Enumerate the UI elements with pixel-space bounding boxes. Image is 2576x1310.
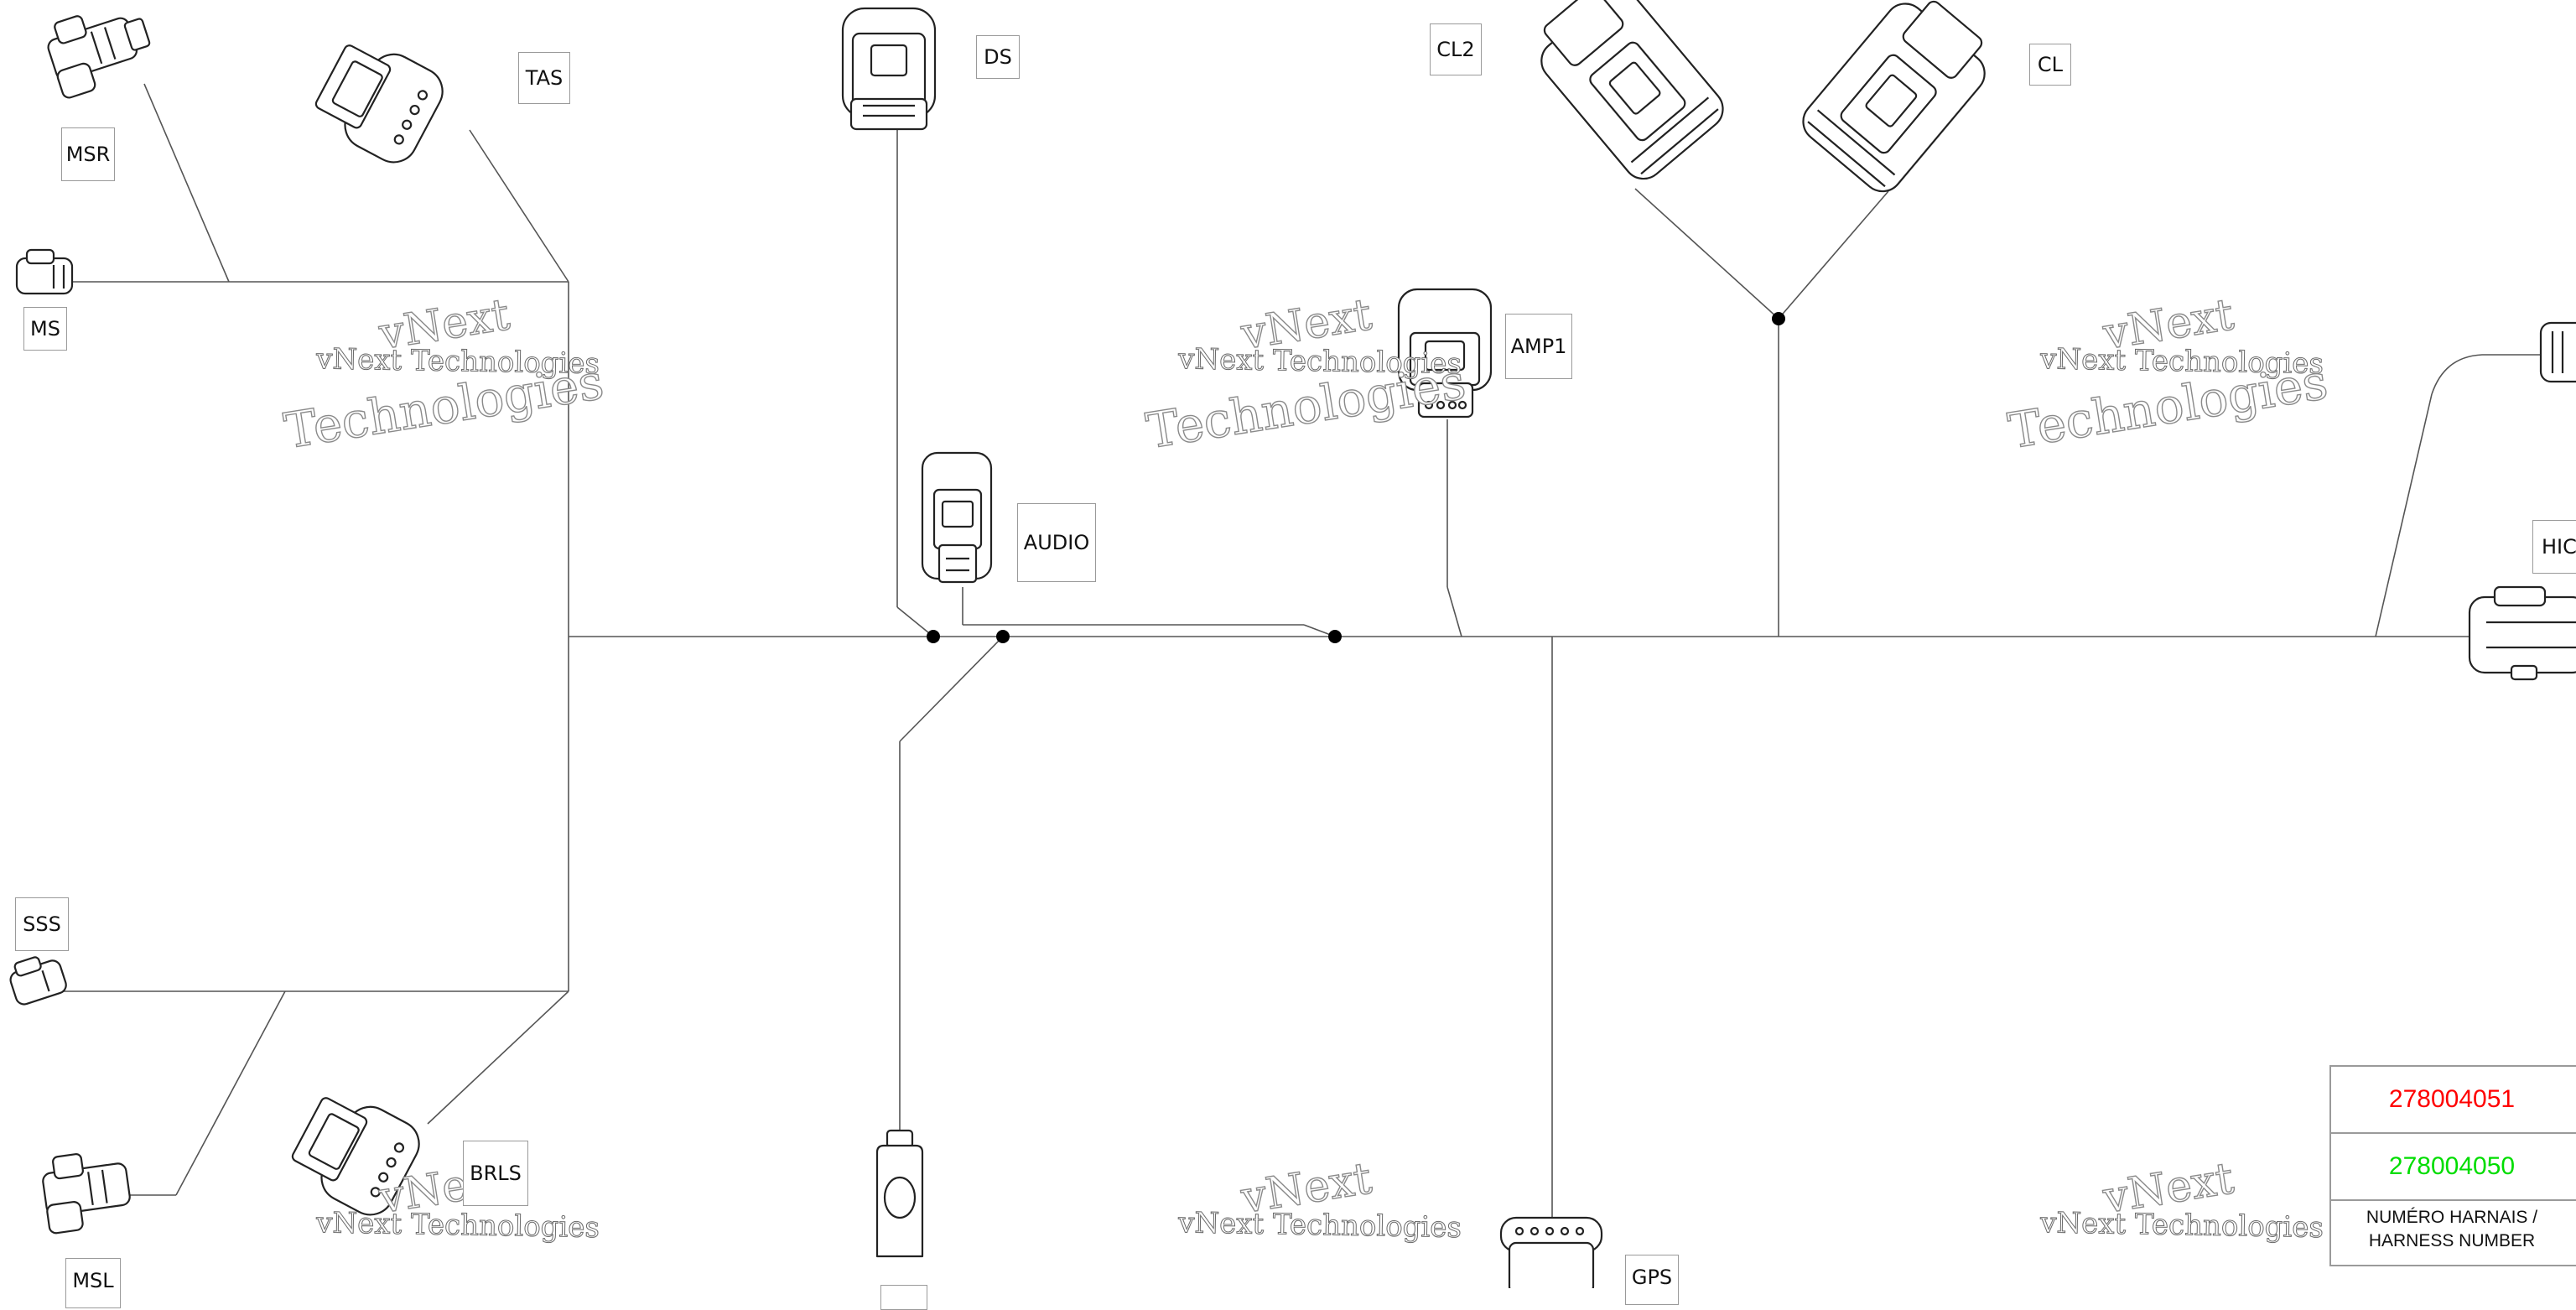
label-hic: HIC	[2532, 520, 2576, 574]
harness-number-red: 278004051	[2331, 1067, 2576, 1134]
label-amp1: AMP1	[1505, 314, 1572, 379]
label-cl2: CL2	[1430, 23, 1482, 75]
label-audio: AUDIO	[1017, 503, 1096, 582]
label-msl: MSL	[65, 1258, 121, 1308]
connector-hic-drawing	[2468, 585, 2576, 681]
connector-amp1-drawing	[1397, 288, 1493, 418]
connector-ds-drawing	[841, 7, 937, 131]
harness-wires	[59, 83, 2549, 1224]
label-tas: TAS	[518, 52, 570, 104]
label-ms: MS	[23, 307, 67, 351]
label-sss: SSS	[15, 897, 69, 951]
label-brls: BRLS	[463, 1141, 528, 1206]
label-ds: DS	[976, 35, 1020, 79]
connector-gps-drawing	[1499, 1216, 1603, 1288]
connector-msr-drawing	[47, 15, 151, 99]
connector-right-top-drawing	[2539, 321, 2576, 383]
connector-drawings	[9, 0, 2576, 1288]
label-usb	[880, 1285, 927, 1310]
connector-tas-drawing	[314, 44, 444, 164]
connector-sss-drawing	[9, 956, 67, 1006]
connector-audio-drawing	[921, 451, 993, 584]
connector-cl-drawing	[1802, 0, 1986, 193]
harness-number-legend: 278004051 278004050 NUMÉRO HARNAIS / HAR…	[2329, 1065, 2576, 1266]
harness-number-green: 278004050	[2331, 1134, 2576, 1201]
label-cl: CL	[2029, 44, 2071, 86]
splice-points	[927, 312, 1785, 643]
connector-msl-drawing	[42, 1153, 131, 1235]
harness-number-caption: NUMÉRO HARNAIS / HARNESS NUMBER	[2366, 1208, 2538, 1250]
connector-cl2-drawing	[1540, 0, 1724, 180]
label-msr: MSR	[61, 127, 115, 181]
connector-usb-drawing	[875, 1129, 924, 1258]
connector-brls-drawing	[291, 1097, 420, 1216]
label-gps: GPS	[1625, 1255, 1679, 1305]
connector-ms-drawing	[15, 248, 74, 295]
